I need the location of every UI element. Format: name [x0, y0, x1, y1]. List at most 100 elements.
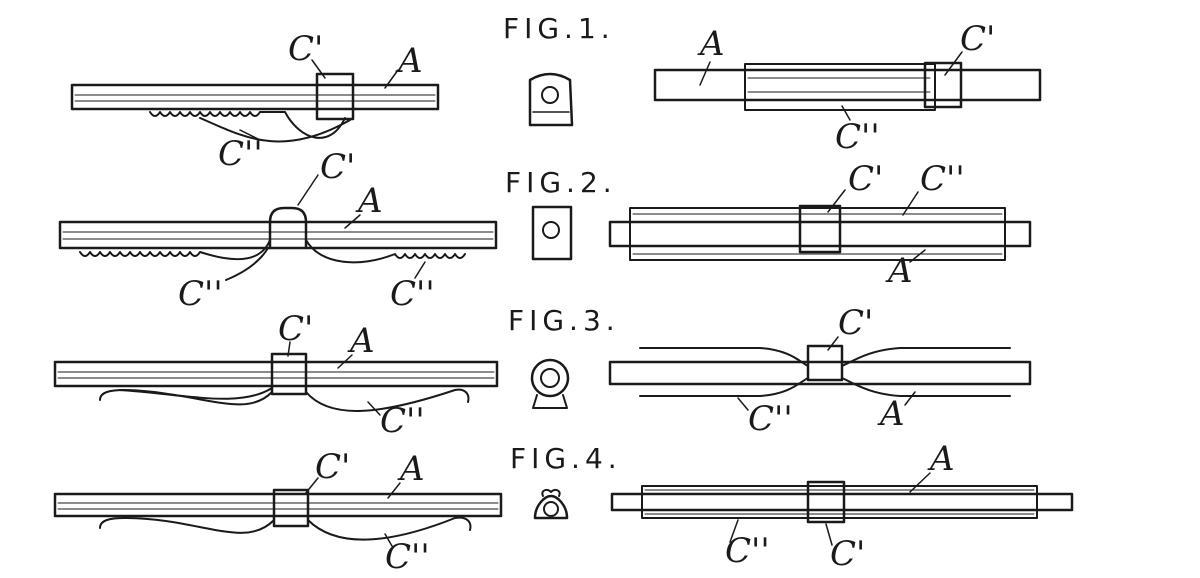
fig-2-left-view: C' A C'' C'': [58, 147, 498, 314]
fig-4-left-spring-right: [307, 516, 472, 541]
figure-1: FIG.1. C' A C'' A: [70, 12, 1042, 174]
fig-3-right-spring-top-right: [841, 347, 1011, 367]
fig-3-right-leader-c2: [737, 397, 749, 411]
fig-2-left-rod: [58, 220, 498, 250]
fig-4-title: FIG.4.: [510, 442, 622, 475]
fig-2-left-spring-left: [79, 239, 271, 261]
fig-1-right-leader-c1: [944, 51, 963, 76]
fig-3-right-spring-bot-left: [639, 377, 809, 397]
fig-4-right-label-c2: C'': [725, 531, 770, 571]
fig-4-right-spring-body: [641, 485, 1038, 519]
fig-3-right-label-c1: C': [838, 303, 873, 343]
fig-1-right-view: A C' C'': [653, 19, 1042, 157]
fig-1-left-rod: [70, 83, 440, 111]
fig-2-section-body: [531, 205, 573, 261]
fig-1-right-label-a: A: [697, 24, 725, 64]
fig-3-right-view: C' C'' A: [608, 303, 1032, 439]
fig-2-left-leader-c2b: [414, 261, 426, 279]
fig-4-left-label-c2: C'': [385, 537, 430, 577]
fig-3-right-label-a: A: [877, 394, 905, 434]
fig-4-left-clip: [272, 488, 310, 528]
fig-1-right-spring-body: [744, 63, 936, 111]
fig-1-left-label-c2: C'': [218, 134, 263, 174]
fig-2-left-spring-tail: [225, 247, 269, 281]
fig-2-section-view: [531, 205, 573, 261]
fig-3-right-leader-a: [904, 391, 916, 406]
fig-4-right-leader-c2: [729, 519, 739, 543]
fig-3-right-label-c2: C'': [748, 399, 793, 439]
fig-2-right-leader-a: [909, 249, 926, 263]
fig-4-left-rod: [53, 492, 503, 518]
fig-2-left-label-c2a: C'': [178, 274, 223, 314]
fig-1-left-label-a: A: [395, 41, 423, 81]
fig-3-left-leader-a: [337, 354, 353, 369]
fig-4-right-leader-c1: [825, 523, 833, 546]
fig-4-right-view: A C'' C': [610, 439, 1074, 574]
fig-4-right-clip: [806, 480, 846, 524]
fig-2-right-clip: [798, 204, 842, 254]
fig-4-section-rod: [543, 501, 559, 517]
fig-3-left-clip: [270, 352, 308, 396]
fig-1-section-rod: [541, 86, 559, 104]
fig-3-left-rod: [53, 360, 499, 388]
fig-3-section-view: [530, 358, 570, 409]
fig-4-left-label-a: A: [397, 449, 425, 489]
fig-1-left-label-c1: C': [288, 29, 323, 69]
fig-3-section-body: [530, 358, 570, 398]
fig-1-left-spring-inner: [199, 117, 351, 143]
fig-3-section-rod: [540, 368, 560, 388]
fig-3-title: FIG.3.: [508, 304, 620, 337]
fig-3-right-leader-c1: [827, 336, 839, 351]
fig-2-right-label-c1: C': [848, 159, 883, 199]
fig-1-left-leader-c1: [311, 59, 326, 79]
fig-1-section-body: [528, 72, 574, 127]
figure-4: FIG.4. C' A C'' A: [53, 439, 1074, 577]
fig-3-left-label-c2: C'': [380, 401, 425, 441]
fig-2-left-label-c1: C': [320, 147, 355, 187]
fig-3-left-leader-c1: [287, 341, 291, 357]
fig-1-left-spring: [149, 111, 346, 139]
fig-4-right-label-a: A: [927, 439, 955, 479]
fig-2-right-leader-c2: [902, 191, 919, 216]
fig-4-left-spring-left: [99, 517, 275, 534]
fig-2-title: FIG.2.: [505, 166, 617, 199]
fig-1-left-leader-c2: [239, 129, 261, 141]
fig-2-right-label-a: A: [885, 251, 913, 291]
fig-1-right-leader-c2: [841, 105, 851, 121]
fig-3-right-rod: [608, 360, 1032, 386]
fig-2-left-loop: [268, 206, 308, 250]
fig-1-right-clip: [923, 61, 963, 109]
fig-1-right-label-c2: C'': [835, 117, 880, 157]
fig-2-right-label-c2: C'': [920, 159, 965, 199]
fig-2-right-spring-body: [629, 207, 1006, 261]
fig-1-left-leader-a: [384, 69, 399, 89]
fig-4-left-leader-c2: [384, 533, 393, 547]
fig-2-left-label-c2b: C'': [390, 274, 435, 314]
fig-3-right-spring-top-left: [639, 347, 809, 367]
fig-3-left-view: C' A C'': [53, 309, 499, 441]
fig-2-right-leader-c1: [827, 189, 846, 213]
fig-3-left-spring-right: [305, 388, 470, 412]
fig-4-right-label-c1: C': [830, 534, 865, 574]
fig-2-left-label-a: A: [355, 181, 383, 221]
fig-2-left-leader-a: [344, 214, 361, 229]
fig-4-section-body: [533, 494, 569, 520]
fig-1-right-label-c1: C': [960, 19, 995, 59]
fig-1-title: FIG.1.: [503, 12, 615, 45]
fig-1-right-leader-a: [699, 61, 711, 86]
fig-2-left-spring-right: [305, 239, 466, 264]
fig-2-section-rod: [542, 221, 560, 239]
fig-3-left-spring-inner: [119, 387, 273, 400]
fig-2-right-view: C' C'' A: [608, 159, 1032, 291]
fig-4-left-view: C' A C'': [53, 447, 503, 577]
fig-4-section-top: [541, 488, 561, 497]
figure-2: FIG.2. C' A C'' C'' C': [58, 147, 1032, 314]
fig-4-section-view: [533, 488, 569, 520]
fig-1-left-clip: [315, 72, 355, 121]
fig-4-left-leader-a: [387, 482, 401, 499]
fig-1-left-view: C' A C'': [70, 29, 440, 174]
fig-4-left-leader-c1: [304, 477, 319, 495]
fig-3-left-label-a: A: [347, 321, 375, 361]
